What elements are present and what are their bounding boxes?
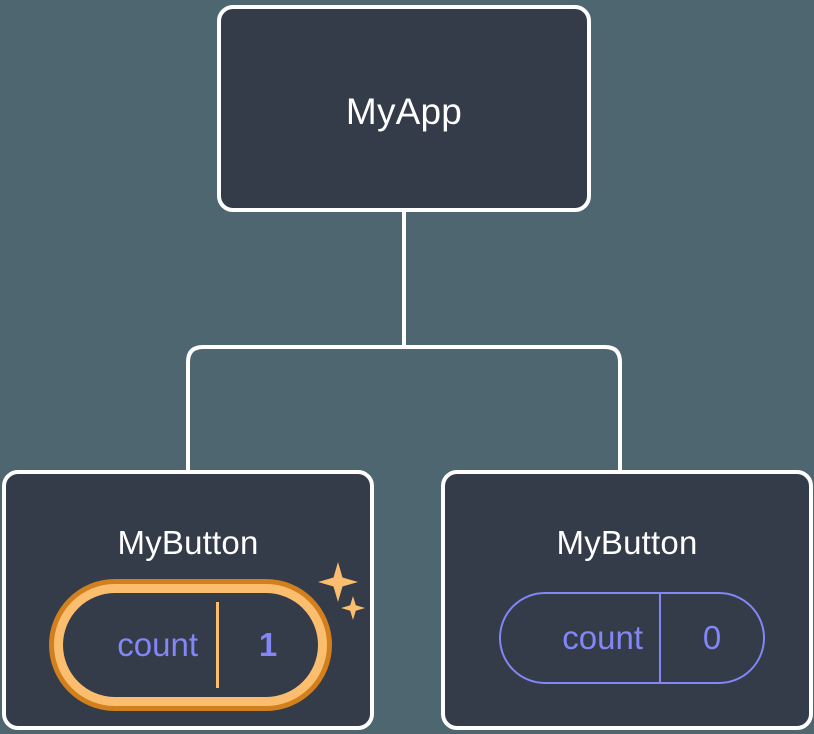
state-value-label: 1 <box>258 626 278 663</box>
component-node-mybutton-right[interactable]: MyButton count 0 <box>441 470 813 730</box>
state-name-label: count <box>501 594 661 682</box>
state-pill-body: count 1 <box>63 593 318 697</box>
component-node-myapp[interactable]: MyApp <box>217 5 591 212</box>
state-pill-divider <box>216 602 219 688</box>
state-pill-highlighted[interactable]: count 1 <box>49 579 332 711</box>
component-node-label: MyApp <box>345 91 463 132</box>
connector-branch-bar <box>186 345 622 470</box>
state-pill-ring: count 1 <box>54 584 327 706</box>
component-node-mybutton-left[interactable]: MyButton count 1 <box>2 470 374 730</box>
component-node-label: MyButton <box>117 524 259 561</box>
state-pill-plain[interactable]: count 0 <box>499 592 765 684</box>
state-name-label: count <box>117 626 198 663</box>
component-node-label: MyButton <box>556 524 698 561</box>
state-value-label: 0 <box>702 619 722 656</box>
